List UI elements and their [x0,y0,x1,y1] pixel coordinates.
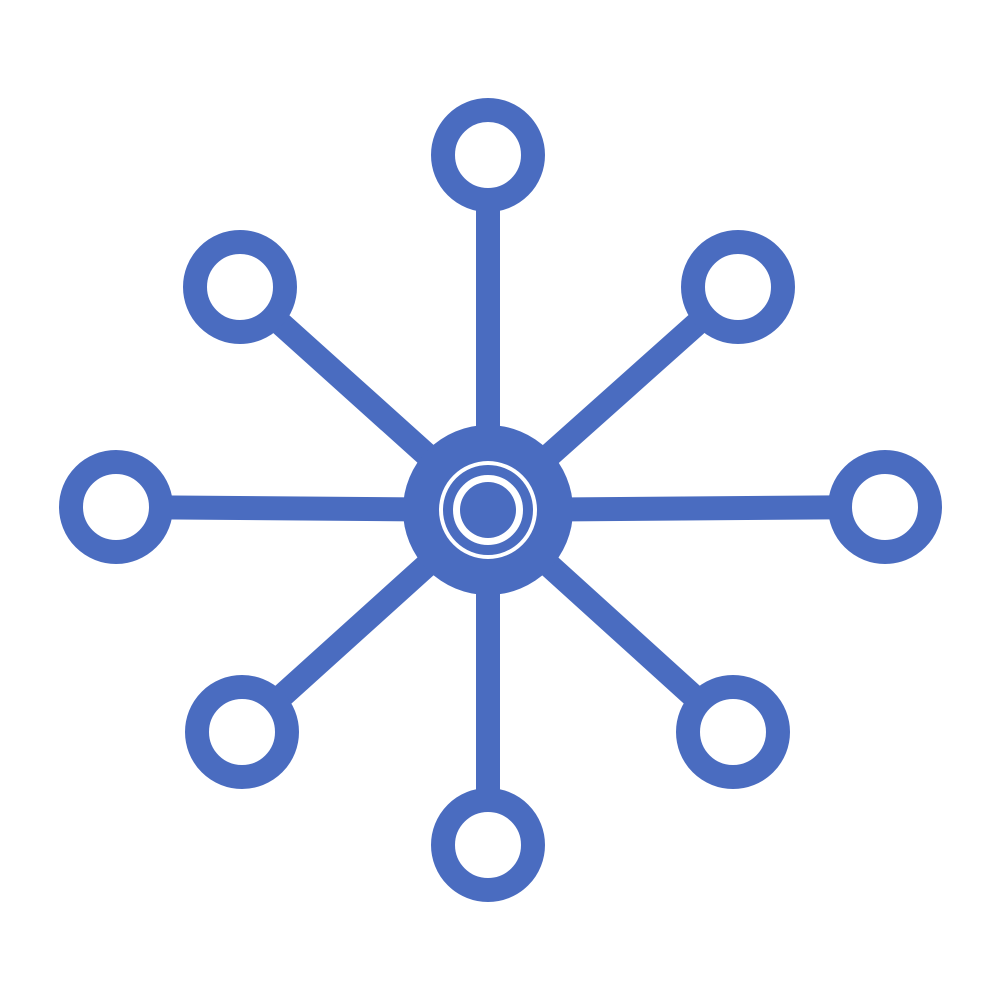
node-bottom [431,788,545,902]
central-hub [403,425,573,595]
node-right [828,450,942,564]
node-bottom-right [676,675,790,789]
node-top [431,98,545,212]
node-top-left [183,230,297,344]
node-top-right [681,230,795,344]
node-bottom-left [185,675,299,789]
outer-nodes [59,98,942,902]
hub-core-dot [460,482,516,538]
hub-inner-ring [443,465,533,555]
node-left [59,450,173,564]
